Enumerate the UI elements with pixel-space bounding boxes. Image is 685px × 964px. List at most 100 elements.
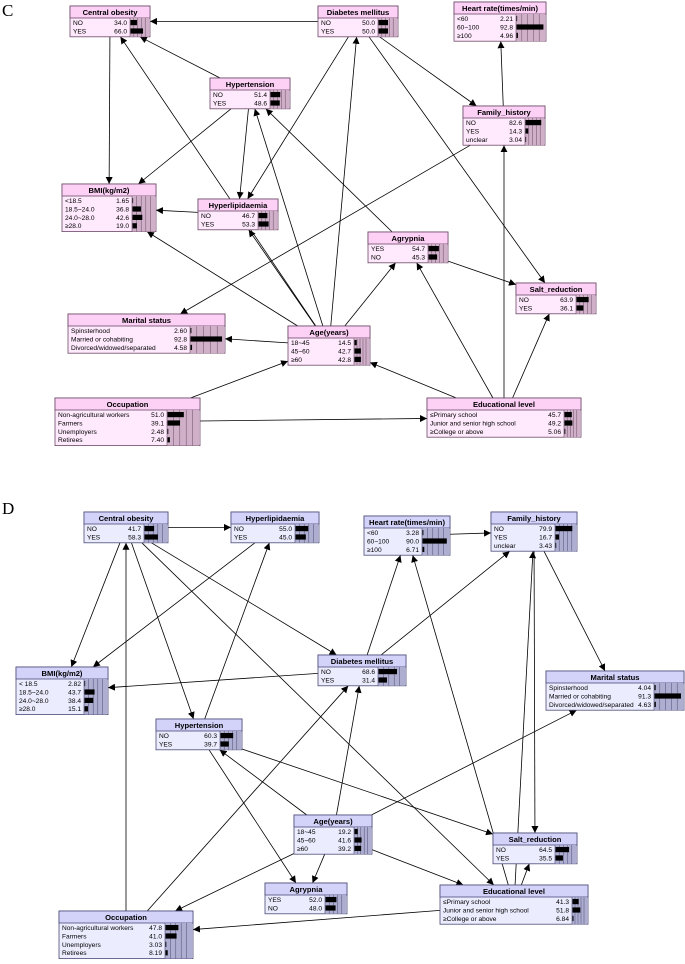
probability-bar <box>190 344 193 350</box>
state-label: 18~45 <box>297 829 316 836</box>
edge-family_history-to-heart_rate <box>497 41 505 107</box>
node-title-bar <box>67 313 226 327</box>
node-title-bar <box>155 718 243 732</box>
state-label: Retirees <box>58 437 83 444</box>
node-title-bar <box>363 515 451 529</box>
state-probability: 16.7 <box>539 534 552 541</box>
state-probability: 82.6 <box>509 120 522 127</box>
state-probability: 60.3 <box>204 733 217 740</box>
probability-bar <box>378 669 398 675</box>
state-probability: 58.3 <box>128 534 141 541</box>
node-title-bar <box>515 282 597 296</box>
state-label: ≤Primary school <box>430 412 478 419</box>
node-title-bar <box>545 670 685 684</box>
probability-bar <box>654 685 656 691</box>
state-label: NO <box>159 733 169 740</box>
state-label: YES <box>466 128 480 135</box>
state-probability: 3.28 <box>406 530 419 537</box>
panel-letter: D <box>2 499 14 518</box>
node-title-bar <box>453 1 547 15</box>
node-title-bar <box>492 832 578 846</box>
probability-bar <box>84 706 88 712</box>
edge-occupation-to-age <box>190 360 289 399</box>
state-probability: 34.0 <box>114 20 127 27</box>
edge-agrypnia-to-hypertension <box>265 108 393 233</box>
state-label: Divorced/widowed/separated <box>549 702 634 709</box>
state-probability: 52.0 <box>309 897 322 904</box>
node-title-bar <box>69 5 151 19</box>
state-probability: 41.0 <box>149 933 162 940</box>
state-probability: 3.03 <box>149 942 162 949</box>
node-title: Diabetes mellitus <box>331 657 393 666</box>
state-label: Divorced/widowed/separated <box>71 345 156 352</box>
state-label: ≥60 <box>291 357 302 364</box>
probability-bar <box>270 92 281 98</box>
state-probability: 31.4 <box>362 677 375 684</box>
probability-bar <box>564 420 573 426</box>
edge-central_obesity-to-hypertension <box>131 542 195 720</box>
state-probability: 39.7 <box>204 741 217 748</box>
probability-bar <box>220 733 234 739</box>
state-label: Spinsterhood <box>549 685 588 692</box>
node-title: Educational level <box>473 400 535 409</box>
state-probability: 39.1 <box>151 420 164 427</box>
probability-bar <box>220 741 229 747</box>
state-probability: 50.0 <box>362 28 375 35</box>
state-label: YES <box>371 246 385 253</box>
state-probability: 6.71 <box>406 547 419 554</box>
probability-bar <box>555 542 557 548</box>
node-title: Age(years) <box>313 817 353 826</box>
edge-hypertension-to-agrypnia <box>208 749 297 884</box>
probability-bar <box>165 941 167 947</box>
probability-bar <box>132 223 137 229</box>
state-probability: 39.2 <box>338 846 351 853</box>
state-label: NO <box>201 213 211 220</box>
node-title: Age(years) <box>309 328 349 337</box>
node-title-bar <box>15 666 109 680</box>
edge-education-to-age <box>369 361 457 399</box>
node-title-bar <box>287 325 371 339</box>
probability-bar <box>378 677 387 683</box>
probability-bar <box>564 428 566 434</box>
panel-letter: C <box>2 1 13 20</box>
edge-education-to-heart_rate <box>411 555 509 886</box>
probability-bar <box>190 336 223 342</box>
state-label: ≥28.0 <box>65 223 82 230</box>
state-probability: 50.0 <box>362 20 375 27</box>
probability-bar <box>167 437 170 443</box>
node-title-bar <box>317 5 399 19</box>
state-label: YES <box>268 897 282 904</box>
edge-education-to-salt_reduction <box>512 313 550 399</box>
probability-bar <box>167 420 181 426</box>
state-label: Farmers <box>62 933 87 940</box>
state-label: ≤Primary school <box>443 899 491 906</box>
node-title: Hypertension <box>175 721 224 730</box>
state-probability: 35.5 <box>539 855 552 862</box>
